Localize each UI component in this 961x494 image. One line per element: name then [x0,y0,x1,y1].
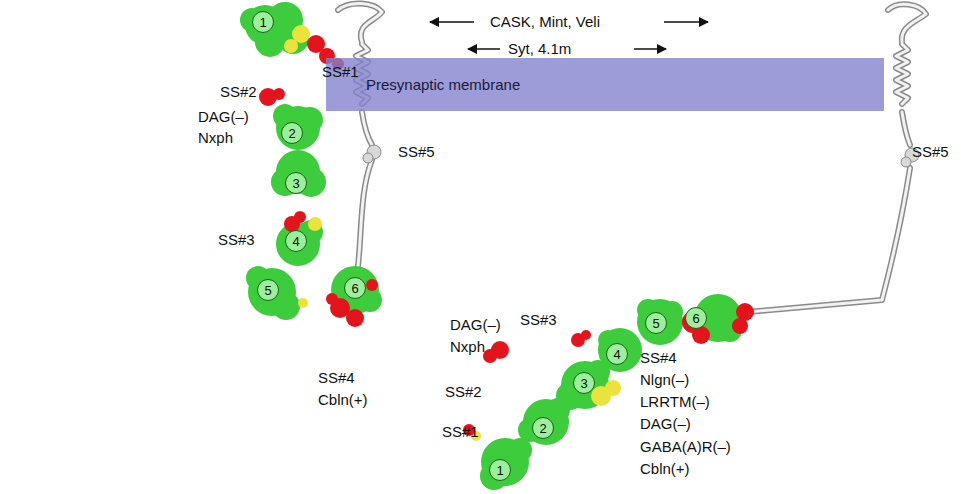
site-label: SS#2 [220,83,257,101]
site-label: DAG(–) [198,108,249,126]
stalk-outline [748,4,926,312]
red-patches-right [463,303,754,436]
callout-number: 5 [264,284,271,297]
red-patch [581,330,591,340]
site-label: DAG(–) [640,415,691,433]
site-label: SS#3 [218,231,255,249]
red-patch [326,293,338,305]
lns-domains-right [480,294,742,490]
arrow [664,21,708,23]
callout-number: 2 [539,422,546,435]
callout-number: 4 [613,348,620,361]
red-patch [294,211,306,223]
callout-number: 1 [259,16,266,29]
site-label: Cbln(+) [640,460,690,478]
domain-number: 2 [281,122,303,144]
lns-domains-left [240,2,382,320]
arrow [468,48,500,50]
site-label: SS#2 [445,383,482,401]
red-patch [273,88,285,100]
domain-number: 4 [606,343,628,365]
site-label: GABA(A)R(–) [640,438,731,456]
domain-number: 3 [573,372,595,394]
callout-number: 4 [292,235,299,248]
domain-number: 1 [489,459,511,481]
red-patch [346,309,364,327]
site-label: Nxph [450,338,485,356]
domain-number: 3 [285,172,307,194]
membrane-label: Presynaptic membrane [326,58,884,111]
callout-number: 5 [652,317,659,330]
site-label: Nxph [198,129,233,147]
domain-number: 6 [344,277,366,299]
domain-number: 5 [645,312,667,334]
site-label: SS#1 [442,423,479,441]
red-patch [366,279,378,291]
arrow [634,48,666,50]
site-label: Syt, 4.1m [508,40,571,58]
yellow-patch [308,217,322,231]
yellow-patches-right [471,380,621,441]
yellow-patch [605,380,621,396]
domain-number: 4 [285,230,307,252]
callout-number: 3 [580,377,587,390]
site-label: SS#4 [318,369,355,387]
site-label: SS#4 [640,349,677,367]
red-patch [732,318,748,334]
domain-lobe [598,328,642,372]
domain-number: 5 [257,279,279,301]
yellow-patches-left [284,25,322,308]
site-label: SS#5 [398,143,435,161]
stalks [338,3,926,312]
site-label: Nlgn(–) [640,371,689,389]
stalk-outline [338,3,382,266]
ss5-insert [363,145,919,167]
site-label: LRRTM(–) [640,393,710,411]
site-label: DAG(–) [450,316,501,334]
insert-lobe [363,153,373,163]
insert-lobe [901,157,911,167]
yellow-patch [284,39,298,53]
domain-lobe [637,299,683,345]
yellow-patch [298,298,308,308]
membrane-band: Presynaptic membrane [326,58,884,111]
site-label: SS#5 [912,143,949,161]
callout-number: 6 [351,282,358,295]
callout-number: 3 [292,177,299,190]
domain-number: 6 [685,307,707,329]
site-label: Cbln(+) [318,391,368,409]
domain-number: 1 [252,11,274,33]
site-label: SS#3 [520,311,557,329]
callout-number: 6 [692,312,699,325]
callout-number: 2 [288,127,295,140]
domain-number: 2 [532,417,554,439]
arrow [430,21,474,23]
red-patch [483,349,497,363]
callout-number: 1 [496,464,503,477]
site-label: CASK, Mint, Veli [490,13,600,31]
stalk-ribbon [338,3,382,266]
stalk-ribbon [748,4,926,312]
site-label: SS#1 [322,63,359,81]
